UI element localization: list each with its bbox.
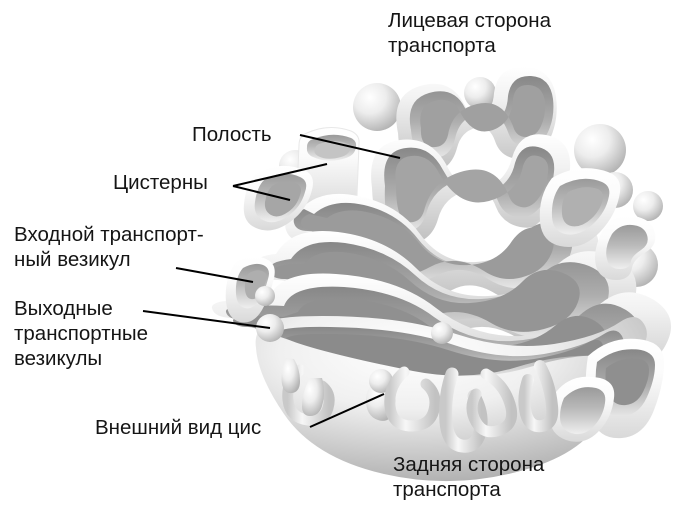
leader-cisternae-lower bbox=[232, 185, 291, 201]
label-cis-face: Внешний вид цис bbox=[95, 416, 262, 439]
leader-cavity bbox=[299, 134, 401, 159]
cisterna-2 bbox=[371, 134, 571, 244]
label-trans-face-bottom: Задняя сторона транспорта bbox=[393, 453, 545, 501]
label-incoming-vesicle: Входной транспорт- ный везикул bbox=[14, 223, 204, 271]
cisterna-satellite-right-4 bbox=[550, 376, 615, 442]
label-outgoing-vesicles: Выходные транспортные везикулы bbox=[14, 297, 149, 370]
cis-face-budding-tubules bbox=[281, 358, 559, 453]
right-satellite-cisternae bbox=[539, 168, 664, 442]
cisterna-stack bbox=[211, 66, 672, 482]
leader-cisternae-upper bbox=[232, 163, 328, 187]
label-trans-face-top: Лицевая сторона транспорта bbox=[388, 9, 552, 57]
leader-lines bbox=[142, 134, 401, 428]
cisterna-satellite-right-1 bbox=[539, 168, 621, 248]
leader-incoming-vesicle bbox=[175, 267, 254, 283]
leader-cis-face bbox=[309, 393, 385, 428]
cisterna-satellite-right-2 bbox=[595, 215, 656, 280]
label-cavity: Полость bbox=[192, 123, 272, 146]
leader-outgoing-vesicles bbox=[142, 310, 271, 329]
label-cisternae: Цистерны bbox=[113, 171, 208, 194]
cisterna-1 bbox=[396, 66, 557, 174]
